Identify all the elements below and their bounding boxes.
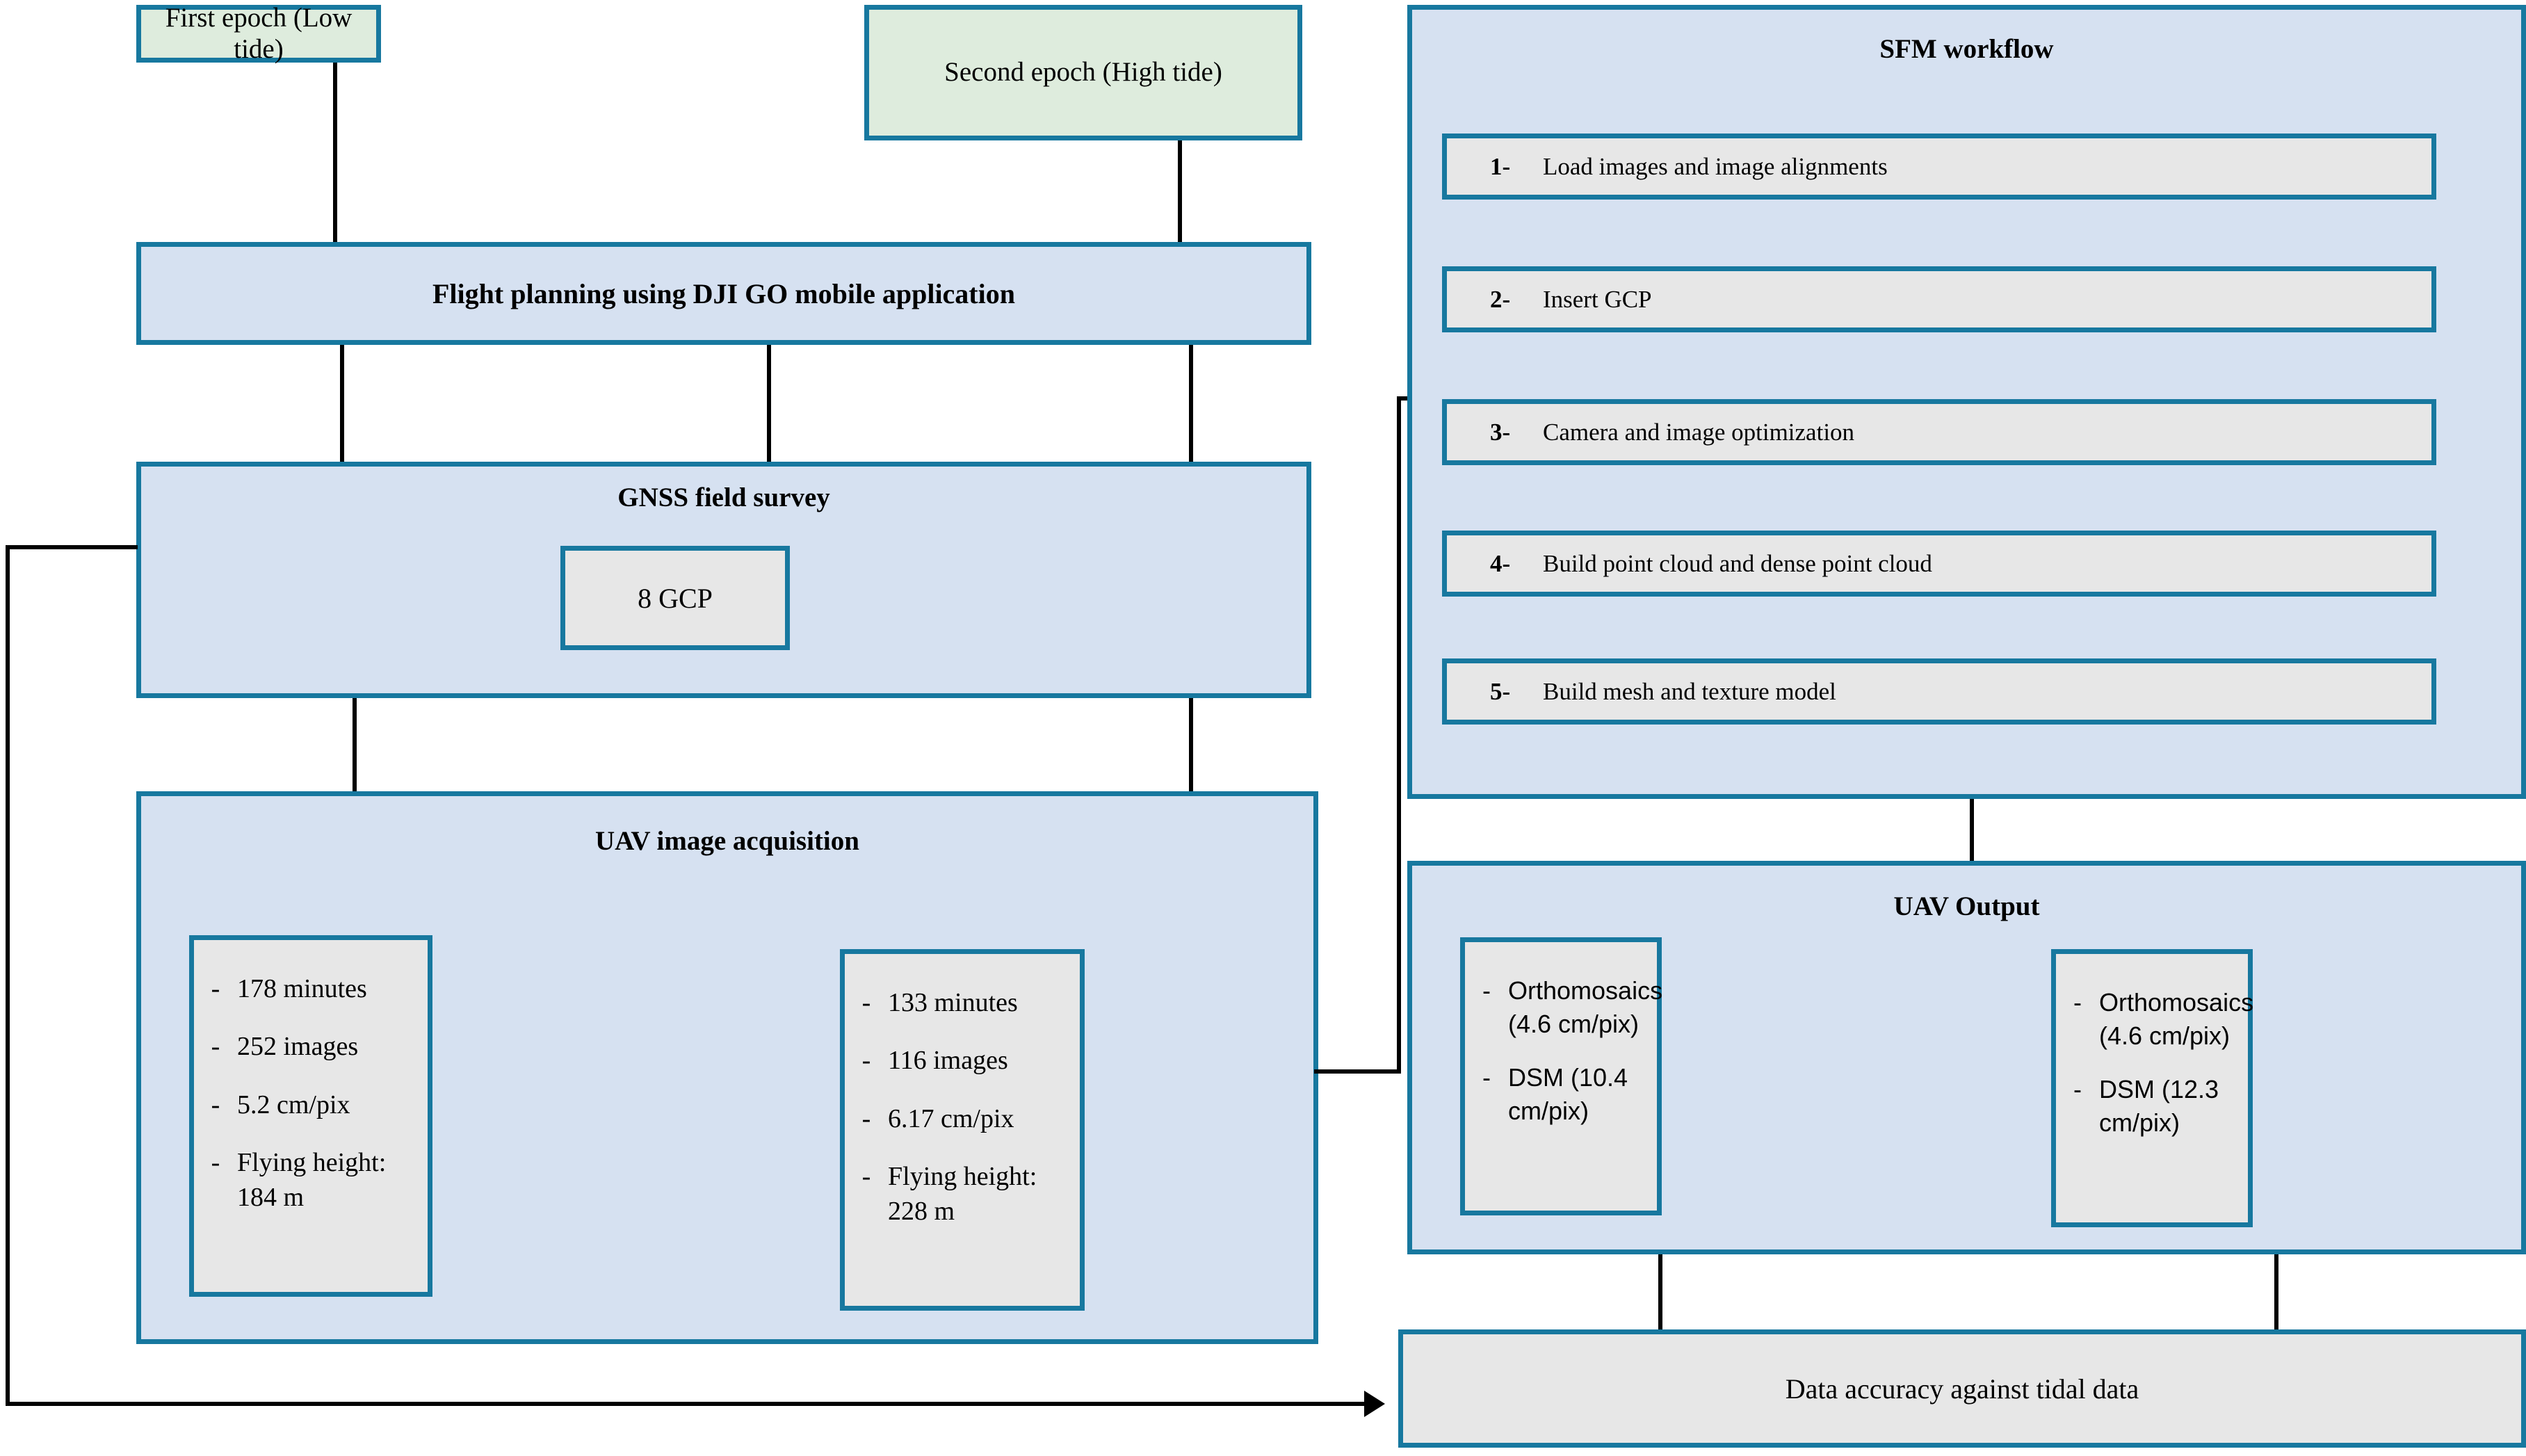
sfm-step-number: 2- (1490, 285, 1511, 313)
connector-flight-to-gnss-left (340, 345, 344, 463)
list-item: - 116 images (845, 1044, 1080, 1078)
feedback-loop-seg-bottom (6, 1402, 1368, 1406)
flight-planning-box: Flight planning using DJI GO mobile appl… (136, 242, 1311, 345)
connector-sfm-to-output (1970, 799, 1974, 862)
connector-flight-to-gnss-right (1189, 345, 1193, 463)
list-item: - 178 minutes (194, 972, 428, 1006)
sfm-step-label: Load images and image alignments (1543, 152, 1888, 180)
connector-epoch1-to-flight (333, 63, 337, 243)
sfm-step-2: 2- Insert GCP (1442, 266, 2436, 332)
uav-output-title: UAV Output (1893, 891, 2040, 921)
list-item: - Flying height: 228 m (845, 1160, 1080, 1229)
epoch-label-second: Second epoch (High tide) (944, 57, 1222, 88)
sfm-title: SFM workflow (1879, 34, 2054, 64)
list-item: - DSM (10.4 cm/pix) (1465, 1061, 1657, 1127)
sfm-step-number: 5- (1490, 677, 1511, 705)
list-item: - DSM (12.3 cm/pix) (2056, 1073, 2248, 1139)
sfm-step-number: 1- (1490, 152, 1511, 180)
epoch-label-first: First epoch (Low tide) (165, 2, 353, 64)
list-item-label: Flying height: 228 m (888, 1162, 1037, 1226)
list-item: - Orthomosaics (4.6 cm/pix) (1465, 974, 1662, 1040)
list-item-label: DSM (12.3 cm/pix) (2099, 1075, 2219, 1137)
bullet-dash: - (1482, 976, 1491, 1005)
uav-output-epoch1-list: - Orthomosaics (4.6 cm/pix) - DSM (10.4 … (1460, 937, 1662, 1215)
gnss-field-survey-box: GNSS field survey (136, 462, 1311, 698)
list-item-label: 178 minutes (237, 974, 367, 1003)
sfm-step-label: Build point cloud and dense point cloud (1543, 549, 1932, 577)
gnss-gcp-value: 8 GCP (638, 582, 713, 614)
list-item: - 252 images (194, 1030, 428, 1064)
sfm-step-label: Insert GCP (1543, 285, 1652, 313)
connector-gnss-to-uav-right (1189, 698, 1193, 804)
flight-planning-title: Flight planning using DJI GO mobile appl… (432, 277, 1015, 309)
feedback-loop-seg-left (6, 545, 10, 1406)
bullet-dash: - (211, 1032, 220, 1062)
data-accuracy-box: Data accuracy against tidal data (1398, 1329, 2526, 1448)
list-item: - Flying height: 184 m (194, 1146, 428, 1215)
connector-flight-to-gnss-mid (767, 345, 771, 463)
bullet-dash: - (861, 1046, 871, 1076)
bullet-dash: - (211, 1148, 220, 1178)
list-item-label: Orthomosaics (4.6 cm/pix) (2099, 988, 2254, 1050)
connector-epoch2-to-flight (1178, 140, 1182, 243)
bullet-dash: - (211, 1090, 220, 1119)
bullet-dash: - (2073, 1075, 2082, 1104)
bullet-dash: - (861, 1162, 871, 1192)
list-item: - 133 minutes (845, 986, 1080, 1020)
bullet-dash: - (861, 1103, 871, 1133)
gnss-title: GNSS field survey (617, 483, 830, 512)
connector-output-to-accuracy-left (1658, 1254, 1662, 1331)
sfm-step-number: 4- (1490, 549, 1511, 577)
list-item-label: 116 images (888, 1046, 1008, 1076)
uav-acquisition-epoch1-list: - 178 minutes - 252 images - 5.2 cm/pix … (189, 935, 432, 1297)
connector-uav-to-sfm-seg2 (1397, 396, 1401, 1074)
bullet-dash: - (2073, 988, 2082, 1017)
bullet-dash: - (1482, 1063, 1491, 1092)
list-item-label: DSM (10.4 cm/pix) (1508, 1063, 1628, 1125)
sfm-step-5: 5- Build mesh and texture model (1442, 658, 2436, 725)
list-item: - Orthomosaics (4.6 cm/pix) (2056, 986, 2253, 1052)
sfm-step-1: 1- Load images and image alignments (1442, 134, 2436, 200)
gnss-gcp-box: 8 GCP (560, 546, 790, 650)
sfm-step-label: Camera and image optimization (1543, 418, 1855, 446)
connector-gnss-to-uav-left (353, 698, 357, 804)
list-item-label: 5.2 cm/pix (237, 1090, 350, 1119)
epoch-box-second: Second epoch (High tide) (864, 5, 1302, 140)
list-item: - 6.17 cm/pix (845, 1102, 1080, 1136)
uav-acquisition-epoch2-list: - 133 minutes - 116 images - 6.17 cm/pix… (840, 949, 1085, 1311)
list-item-label: Flying height: 184 m (237, 1148, 387, 1212)
uav-acquisition-title: UAV image acquisition (595, 826, 859, 856)
list-item: - 5.2 cm/pix (194, 1088, 428, 1122)
feedback-loop-seg-top (6, 545, 138, 549)
sfm-step-label: Build mesh and texture model (1543, 677, 1836, 705)
uav-output-epoch2-list: - Orthomosaics (4.6 cm/pix) - DSM (12.3 … (2051, 949, 2253, 1227)
data-accuracy-label: Data accuracy against tidal data (1785, 1373, 2139, 1405)
list-item-label: 133 minutes (888, 988, 1018, 1017)
bullet-dash: - (211, 974, 220, 1003)
sfm-step-3: 3- Camera and image optimization (1442, 399, 2436, 465)
epoch-box-first: First epoch (Low tide) (136, 2, 381, 64)
arrow-feedback-to-accuracy (1364, 1391, 1385, 1417)
list-item-label: 6.17 cm/pix (888, 1103, 1014, 1133)
list-item-label: Orthomosaics (4.6 cm/pix) (1508, 976, 1663, 1038)
connector-output-to-accuracy-right (2274, 1254, 2278, 1331)
sfm-step-number: 3- (1490, 418, 1511, 446)
list-item-label: 252 images (237, 1032, 359, 1062)
connector-uav-to-sfm-seg1 (1314, 1069, 1401, 1074)
sfm-step-4: 4- Build point cloud and dense point clo… (1442, 531, 2436, 597)
bullet-dash: - (861, 988, 871, 1017)
